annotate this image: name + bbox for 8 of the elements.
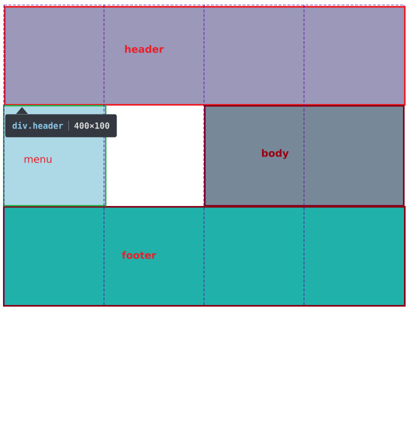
box-label: footer [122,251,156,259]
layout-box [204,105,405,207]
tooltip: div.header 400×100 [5,107,117,138]
layout-box [3,206,406,307]
box-label: menu [24,157,52,163]
layout-box [4,6,406,106]
box-label: body [262,149,289,159]
box-label: header [125,45,164,53]
